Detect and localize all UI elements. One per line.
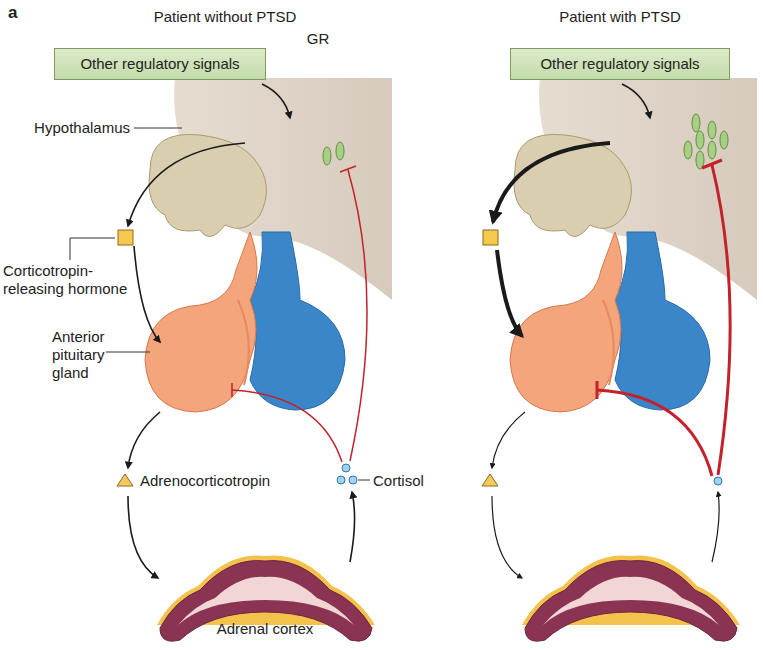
box-text: Other regulatory signals (80, 55, 239, 73)
box-text: Other regulatory signals (540, 55, 699, 73)
part-name: Corticotropin-releasing hormone (3, 262, 143, 298)
part-name: Adrenocorticotropin (140, 472, 270, 490)
panel-title: Patient without PTSD (105, 8, 345, 26)
signal-box: Other regulatory signals (54, 48, 266, 80)
panel-title: Patient with PTSD (500, 8, 740, 26)
panel-letter: a (8, 3, 17, 23)
part-name: Anterior pituitary gland (52, 328, 142, 382)
signal-box: Other regulatory signals (510, 48, 730, 80)
part-name: GR (298, 30, 338, 48)
part-name: Hypothalamus (34, 119, 130, 137)
part-name: Cortisol (373, 472, 424, 490)
part-name: Adrenal cortex (165, 620, 365, 638)
